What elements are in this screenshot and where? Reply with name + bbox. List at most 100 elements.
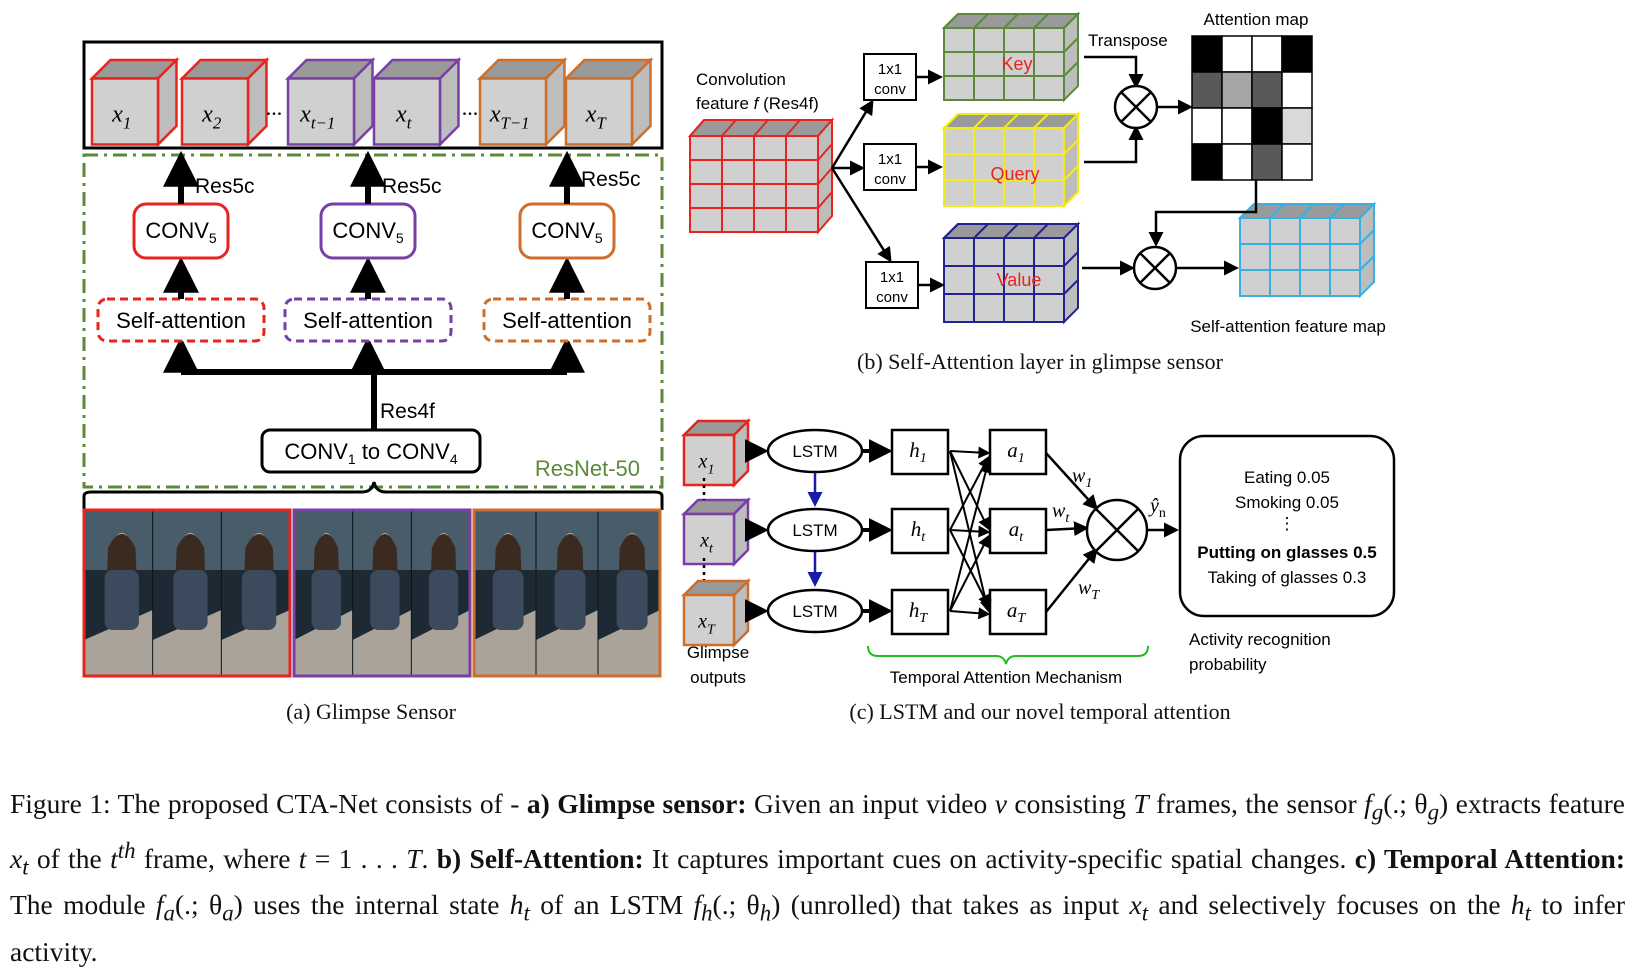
prediction-item: Eating 0.05 <box>1244 468 1330 487</box>
attention-score-label-2: at <box>1009 517 1025 545</box>
attention-cell <box>1281 107 1313 145</box>
self-attention-label-3: Self-attention <box>502 308 632 333</box>
activity-prob-label-2: probability <box>1189 655 1267 674</box>
attention-cell <box>1251 71 1283 109</box>
video-frame <box>597 510 660 676</box>
attention-map-label: Attention map <box>1204 10 1309 29</box>
conv1x1-value: 1x1 conv <box>865 261 919 309</box>
video-frame <box>352 510 412 676</box>
self-attention-output-label: Self-attention feature map <box>1190 317 1386 336</box>
conv5-label-1: CONV5 <box>145 218 217 246</box>
weight-label-2: wt <box>1052 500 1070 526</box>
temporal-attention-label: Temporal Attention Mechanism <box>890 668 1122 687</box>
transpose-label: Transpose <box>1088 31 1168 50</box>
feature-cube-4: xt <box>370 56 462 148</box>
self-attention-panel: Convolution feature f (Res4f) KeyQueryVa… <box>687 10 1386 336</box>
attention-cell <box>1251 35 1283 73</box>
video-frame <box>220 510 290 676</box>
prediction-item: Putting on glasses 0.5 <box>1197 543 1377 562</box>
glimpse-caption: (a) Glimpse Sensor <box>286 699 457 724</box>
attention-cell <box>1221 71 1253 109</box>
video-frames <box>82 508 662 678</box>
glimpse-output-cube-1: x1 <box>680 417 752 489</box>
h-to-a-connections <box>949 446 992 620</box>
frame-group-3 <box>472 508 662 678</box>
hidden-state-label-1: h1 <box>909 438 927 466</box>
self-attention-box-2 <box>283 297 453 343</box>
attention-cell <box>1191 35 1223 73</box>
query-label: Query <box>990 164 1039 184</box>
res5c-label-1: Res5c <box>195 175 255 198</box>
hidden-state-label-3: hT <box>909 598 929 626</box>
cube-ellipsis-1: ... <box>266 95 283 120</box>
attention-score-label-1: a1 <box>1007 438 1025 466</box>
attention-cell <box>1221 35 1253 73</box>
svg-text:xT: xT <box>697 611 716 638</box>
res5c-label-3: Res5c <box>581 168 641 191</box>
conv5-label-2: CONV5 <box>332 218 404 246</box>
attention-cell <box>1251 143 1283 181</box>
attention-cell <box>1221 107 1253 145</box>
attention-cell <box>1251 107 1283 145</box>
lstm-row-1: LSTM h1 a1 <box>744 428 1048 476</box>
hidden-state-label-2: ht <box>911 517 927 545</box>
hidden-state-box-2 <box>890 507 950 555</box>
lstm-label-1: LSTM <box>792 442 837 461</box>
self-attention-label-2: Self-attention <box>303 308 433 333</box>
attention-score-box-1 <box>988 428 1048 476</box>
video-frame <box>473 510 536 676</box>
attention-cell <box>1281 35 1313 73</box>
weight-label-3: wT <box>1078 577 1100 603</box>
svg-text:xt: xt <box>699 530 714 557</box>
temporal-attention-bracket <box>867 645 1149 665</box>
feature-cube-3: xt−1 <box>284 56 376 148</box>
key-grid: Key <box>941 11 1081 103</box>
branch-1: Self-attention CONV5 Res5c <box>96 150 266 373</box>
conv-feature-label-line2: feature f (Res4f) <box>696 94 819 113</box>
attention-cell <box>1191 107 1223 145</box>
hidden-state-box-1 <box>890 428 950 476</box>
svg-text:xT: xT <box>585 101 608 132</box>
video-frame <box>410 510 470 676</box>
feature-cube-2: x2 <box>178 56 270 148</box>
lstm-label-3: LSTM <box>792 602 837 621</box>
figure-caption: Figure 1: The proposed CTA-Net consists … <box>10 788 1626 967</box>
attention-cell <box>1191 143 1223 181</box>
video-frame <box>83 510 153 676</box>
svg-text:1x1: 1x1 <box>880 269 904 286</box>
prediction-item: Smoking 0.05 <box>1235 493 1339 512</box>
query-grid: Query <box>941 111 1081 209</box>
self-attention-label-1: Self-attention <box>116 308 246 333</box>
value-label: Value <box>997 270 1042 290</box>
glimpse-outputs-label-2: outputs <box>690 668 746 687</box>
svg-text:1x1: 1x1 <box>878 151 902 168</box>
glimpse-output-cubes: x1 xt xT <box>680 417 752 649</box>
attention-cell <box>1281 143 1313 181</box>
matmul-operator-2 <box>1132 245 1178 291</box>
conv1x1-query: 1x1 conv <box>863 143 917 191</box>
glimpse-outputs-label-1: Glimpse <box>687 643 749 662</box>
cube-ellipsis-2: ... <box>462 95 479 120</box>
svg-text:xT−1: xT−1 <box>489 101 530 132</box>
prediction-item: ⋮ <box>1279 514 1296 533</box>
self-attention-box-1 <box>96 297 266 343</box>
glimpse-output-cube-3: xT <box>680 577 752 649</box>
svg-text:x1: x1 <box>698 451 715 478</box>
video-frame <box>152 510 222 676</box>
svg-text:x1: x1 <box>111 101 131 132</box>
attention-map <box>1191 35 1313 181</box>
video-frame <box>535 510 598 676</box>
attention-cell <box>1221 143 1253 181</box>
svg-text:conv: conv <box>874 171 906 188</box>
hidden-state-box-3 <box>890 588 950 636</box>
feature-cube-1: x1 <box>88 56 180 148</box>
